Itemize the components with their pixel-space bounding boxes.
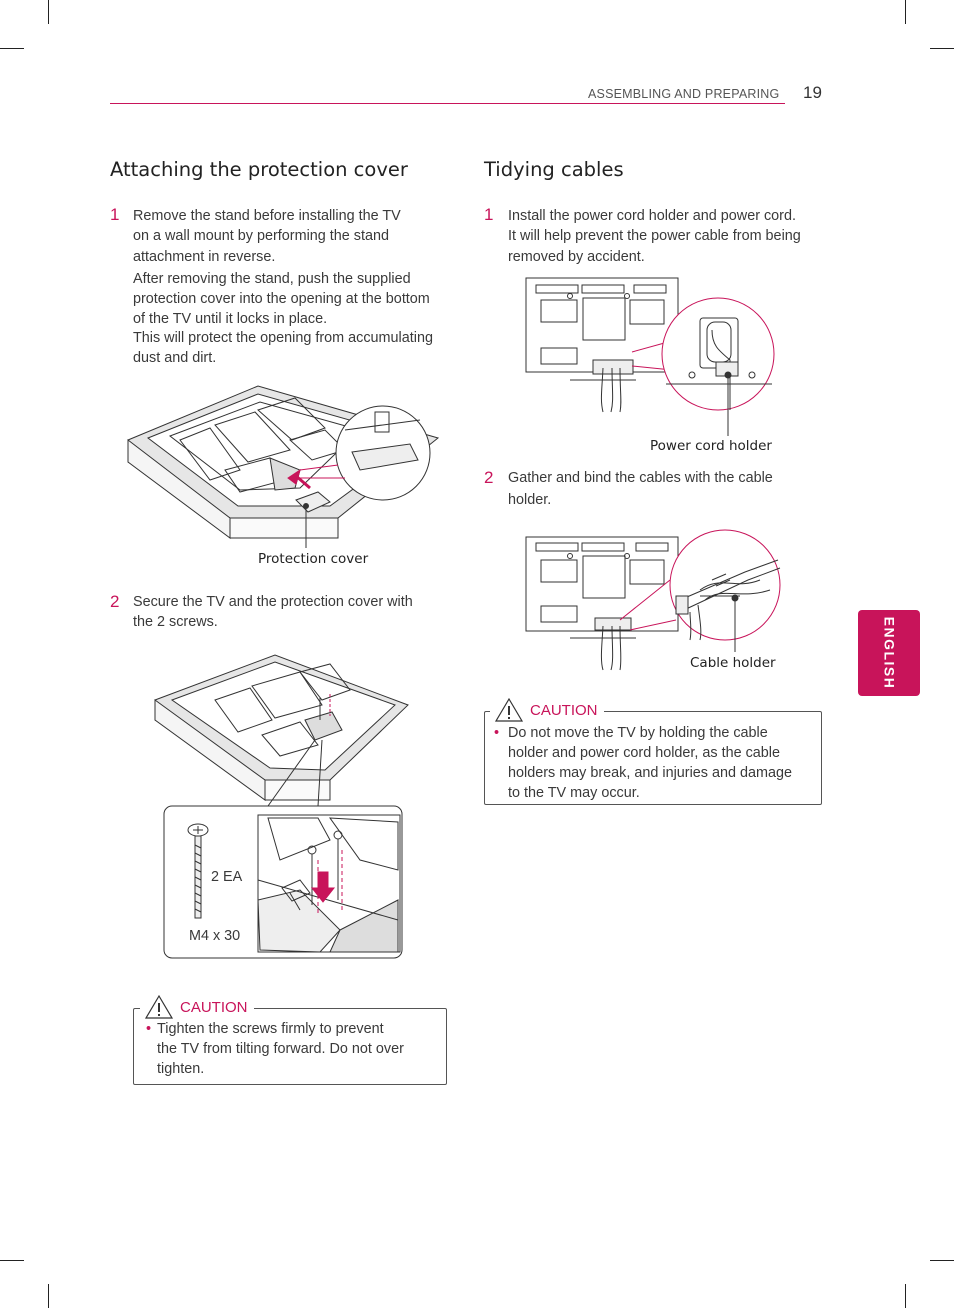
caution-title: CAUTION bbox=[530, 701, 598, 719]
warning-triangle-icon bbox=[494, 697, 524, 722]
caution-text: • Do not move the TV by holding the cabl… bbox=[494, 725, 792, 801]
warning-triangle-icon bbox=[144, 994, 174, 1019]
screw-quantity: 2 EA bbox=[211, 869, 243, 885]
caution-box bbox=[484, 711, 822, 805]
section-title-tidying-cables: Tidying cables bbox=[484, 158, 624, 181]
figure-label: Cable holder bbox=[690, 655, 776, 671]
page-number: 19 bbox=[803, 83, 822, 102]
bullet: • bbox=[494, 725, 500, 741]
caution-heading: CAUTION bbox=[490, 697, 604, 723]
bullet: • bbox=[146, 1021, 152, 1037]
header-rule bbox=[110, 103, 785, 104]
language-tab: ENGLISH bbox=[858, 610, 920, 696]
step-number: 2 bbox=[110, 592, 120, 611]
step-number: 1 bbox=[484, 205, 494, 224]
section-title-protection-cover: Attaching the protection cover bbox=[110, 158, 408, 181]
caution-heading: CAUTION bbox=[140, 994, 254, 1020]
step-number: 2 bbox=[484, 468, 494, 487]
figure-label: Protection cover bbox=[258, 551, 369, 567]
figure-label: Power cord holder bbox=[650, 438, 772, 454]
caution-box bbox=[133, 1008, 447, 1085]
step-number: 1 bbox=[110, 205, 120, 224]
running-header: ASSEMBLING AND PREPARING bbox=[588, 87, 780, 101]
caution-text: • Tighten the screws firmly to prevent t… bbox=[146, 1021, 404, 1077]
screw-size: M4 x 30 bbox=[189, 928, 241, 944]
caution-title: CAUTION bbox=[180, 998, 248, 1016]
